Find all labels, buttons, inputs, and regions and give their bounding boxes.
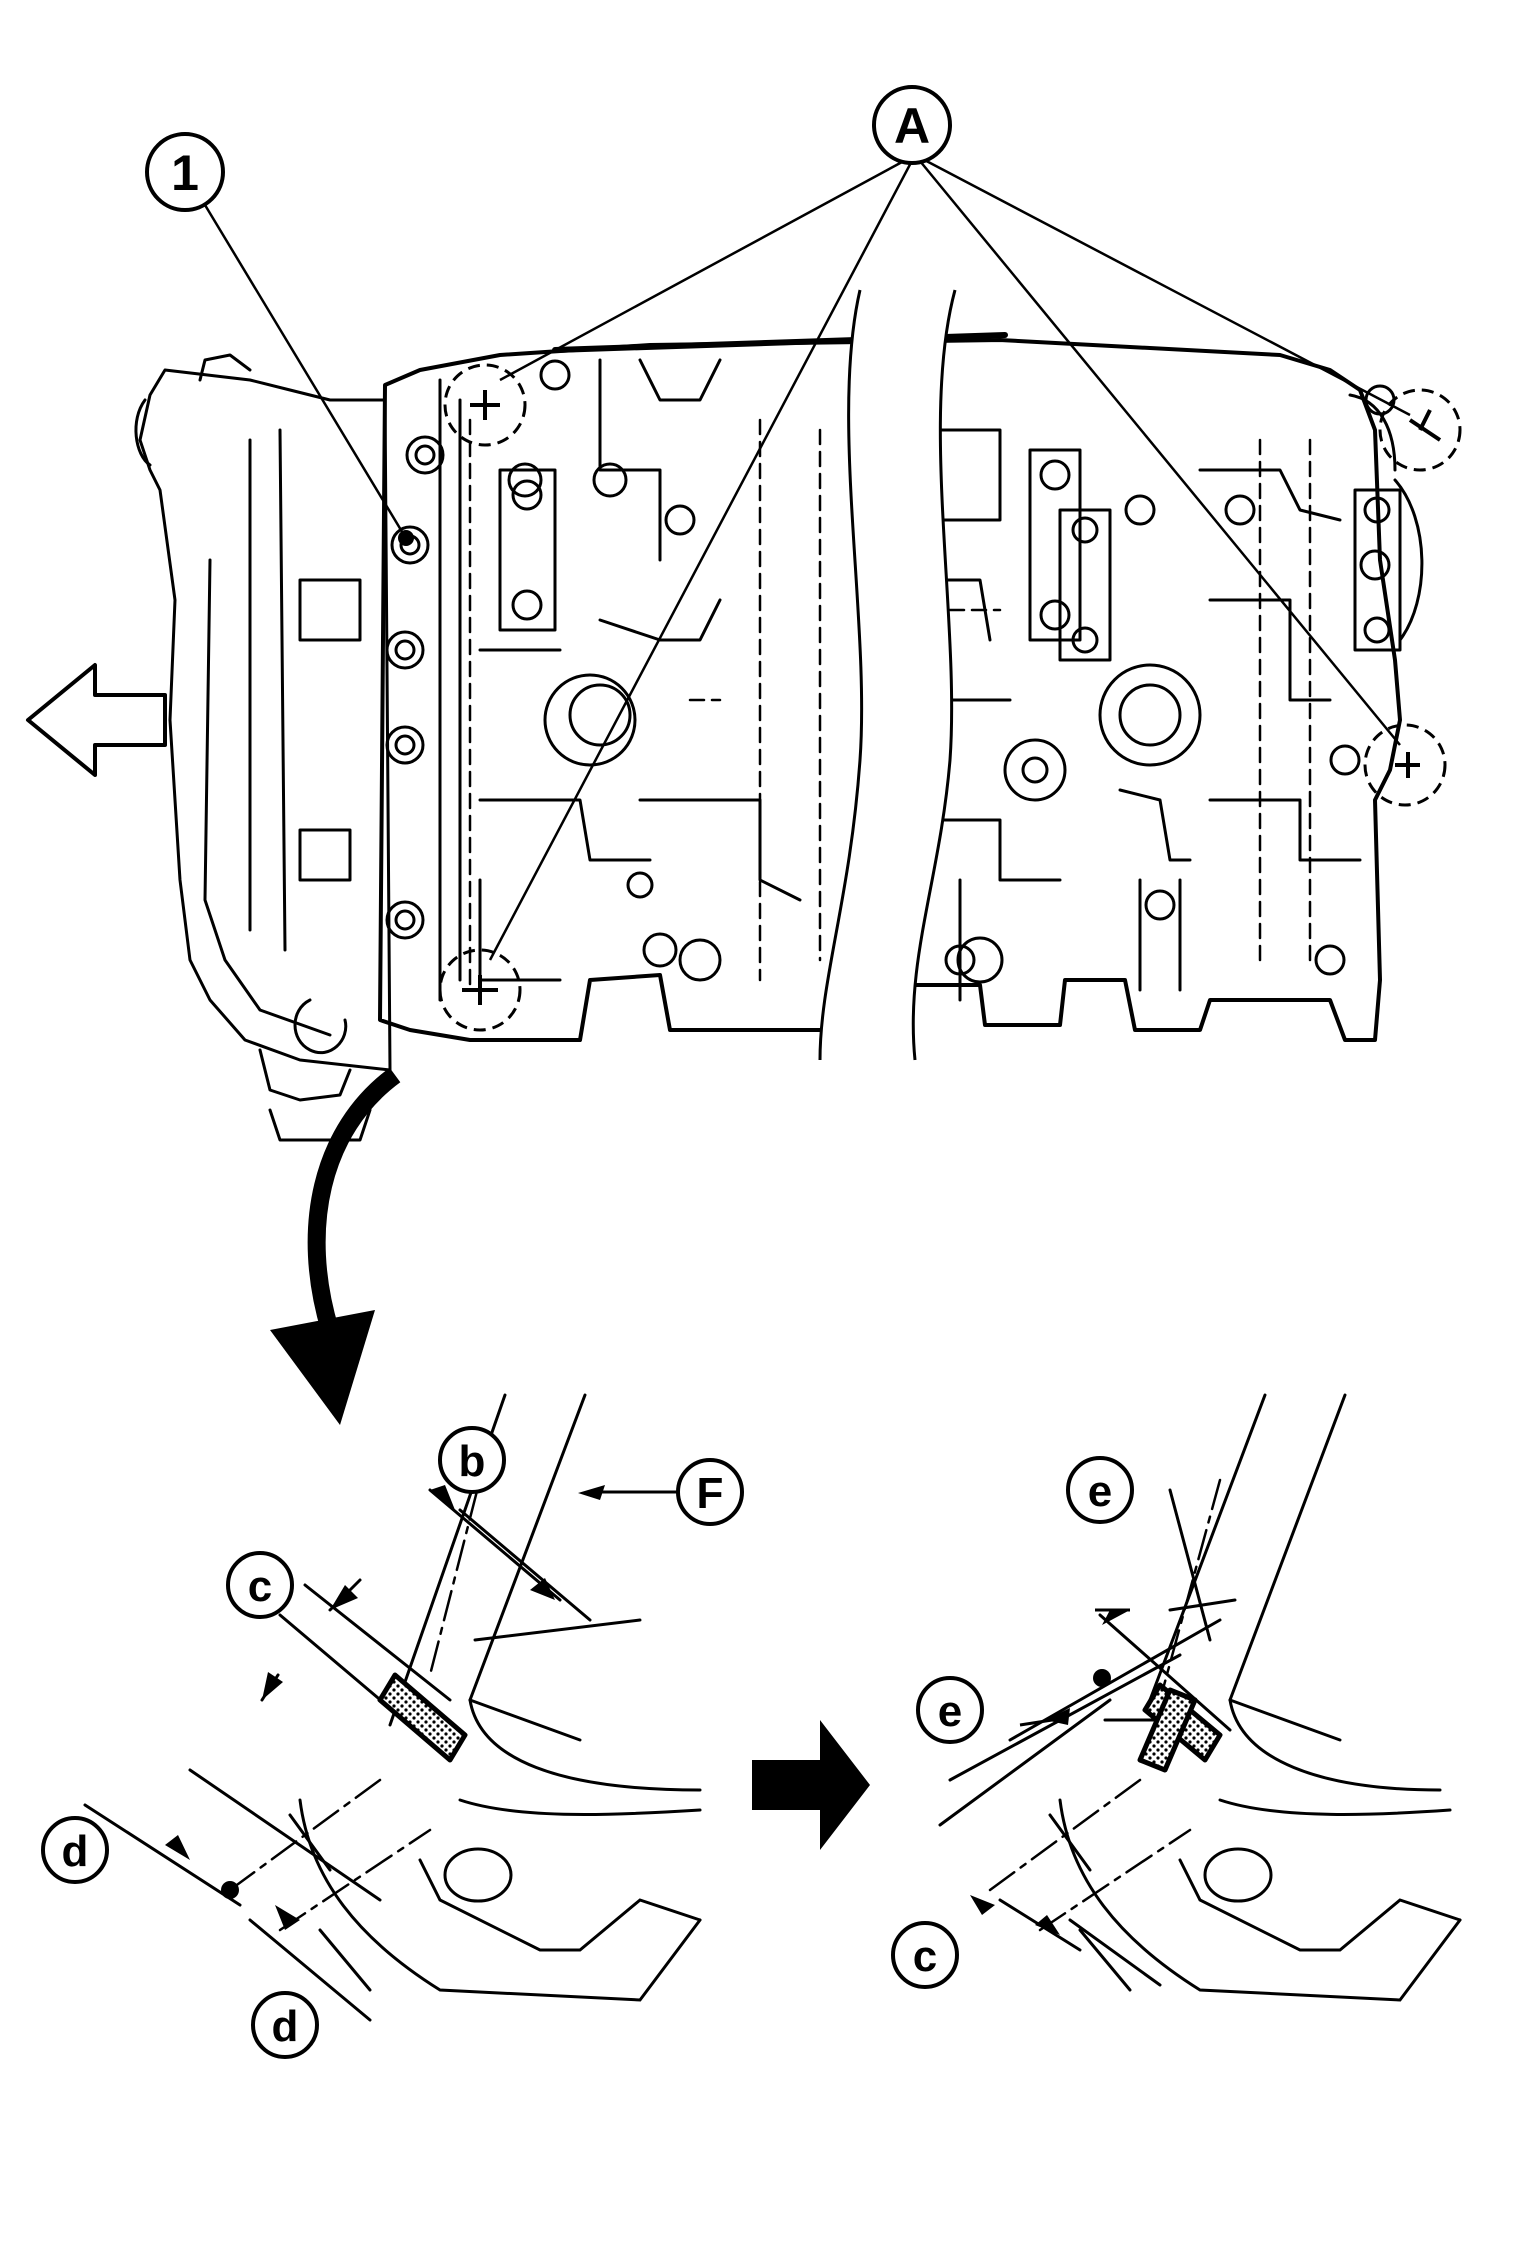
callout-1: 1 <box>145 132 225 212</box>
callout-c-left: c <box>226 1551 294 1619</box>
sealant-points <box>438 363 1462 1032</box>
callout-a-leaders <box>488 153 1411 961</box>
callout-d-upper-label: d <box>62 1827 89 1876</box>
callout-f-label: F <box>697 1469 724 1518</box>
callout-e-lower: e <box>916 1676 984 1744</box>
detail-left <box>83 1393 702 2022</box>
detail-view-arrow-icon <box>270 1067 401 1425</box>
sealant-point-top-left <box>443 363 527 447</box>
callout-f: F <box>676 1458 744 1526</box>
sealant-point-bottom-left <box>438 948 522 1032</box>
callout-a: A <box>872 85 952 165</box>
callout-1-label: 1 <box>171 145 199 201</box>
callout-c-left-label: c <box>248 1562 272 1611</box>
callout-d-lower-label: d <box>272 2002 299 2051</box>
callout-e-lower-label: e <box>938 1687 962 1736</box>
callout-e-upper: e <box>1066 1456 1134 1524</box>
callout-a-label: A <box>894 98 930 154</box>
callout-b-label: b <box>459 1437 486 1486</box>
callout-1-leader <box>203 204 406 536</box>
callout-b: b <box>438 1426 506 1494</box>
callout-c-right: c <box>891 1921 959 1989</box>
sealant-point-mid-right <box>1363 723 1447 807</box>
next-step-arrow-icon <box>752 1720 870 1850</box>
detail-left-reference-dot <box>221 1881 239 1899</box>
detail-right <box>938 1393 1462 2002</box>
break-band <box>818 289 957 1061</box>
part-1-marker-dot <box>398 530 414 546</box>
callout-d-lower: d <box>251 1991 319 2059</box>
callout-e-upper-label: e <box>1088 1467 1112 1516</box>
sealant-point-top-right <box>1378 388 1462 472</box>
sealant-bead-left <box>377 1672 468 1763</box>
front-direction-arrow-icon <box>26 663 167 777</box>
callout-d-upper: d <box>41 1816 109 1884</box>
detail-right-reference-dot <box>1093 1669 1111 1687</box>
cylinder-head-drawing <box>134 332 1424 1142</box>
callout-c-right-label: c <box>913 1932 937 1981</box>
sealant-bead-right <box>1137 1682 1223 1773</box>
